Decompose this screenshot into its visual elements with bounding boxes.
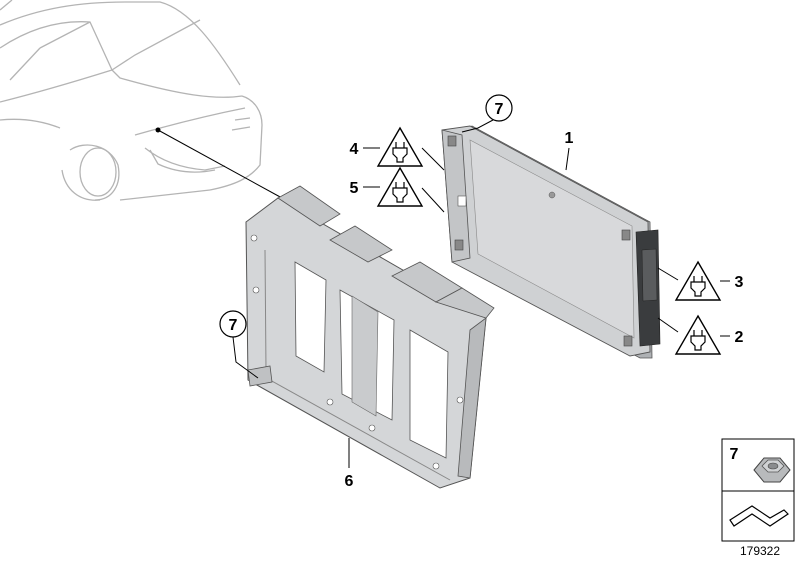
- bracket-arrow-icon: [729, 505, 789, 527]
- legend-box: 7: [721, 438, 795, 542]
- callout-7-lower: 7: [219, 310, 259, 379]
- connector-warning-icon: [376, 126, 424, 167]
- callout-2: 2: [657, 314, 744, 355]
- callout-7-lower-label: 7: [229, 317, 238, 334]
- diagram-id: 179322: [740, 544, 780, 558]
- connector-warning-icon: [376, 166, 424, 207]
- leader-line-car: [157, 129, 283, 199]
- callout-2-label: 2: [735, 329, 744, 346]
- callout-4: 4: [350, 126, 445, 171]
- callout-5: 5: [350, 166, 445, 213]
- connector-warning-icon: [674, 314, 722, 355]
- callout-4-label: 4: [350, 141, 359, 158]
- legend-nut-label: 7: [730, 446, 739, 463]
- callout-3: 3: [657, 260, 744, 301]
- callout-7-upper-label: 7: [495, 101, 504, 118]
- callout-3-label: 3: [735, 274, 744, 291]
- callout-5-label: 5: [350, 180, 359, 197]
- callout-6-label: 6: [345, 473, 354, 490]
- mounting-bracket: [245, 185, 495, 489]
- callout-1-label: 1: [565, 130, 574, 147]
- callout-7-upper: 7: [461, 94, 513, 133]
- connector-warning-icon: [674, 260, 722, 301]
- hex-nut-icon: [753, 457, 791, 483]
- leader-line-1: [565, 147, 570, 171]
- control-unit: [441, 125, 661, 359]
- car-outline-icon: [0, 0, 263, 201]
